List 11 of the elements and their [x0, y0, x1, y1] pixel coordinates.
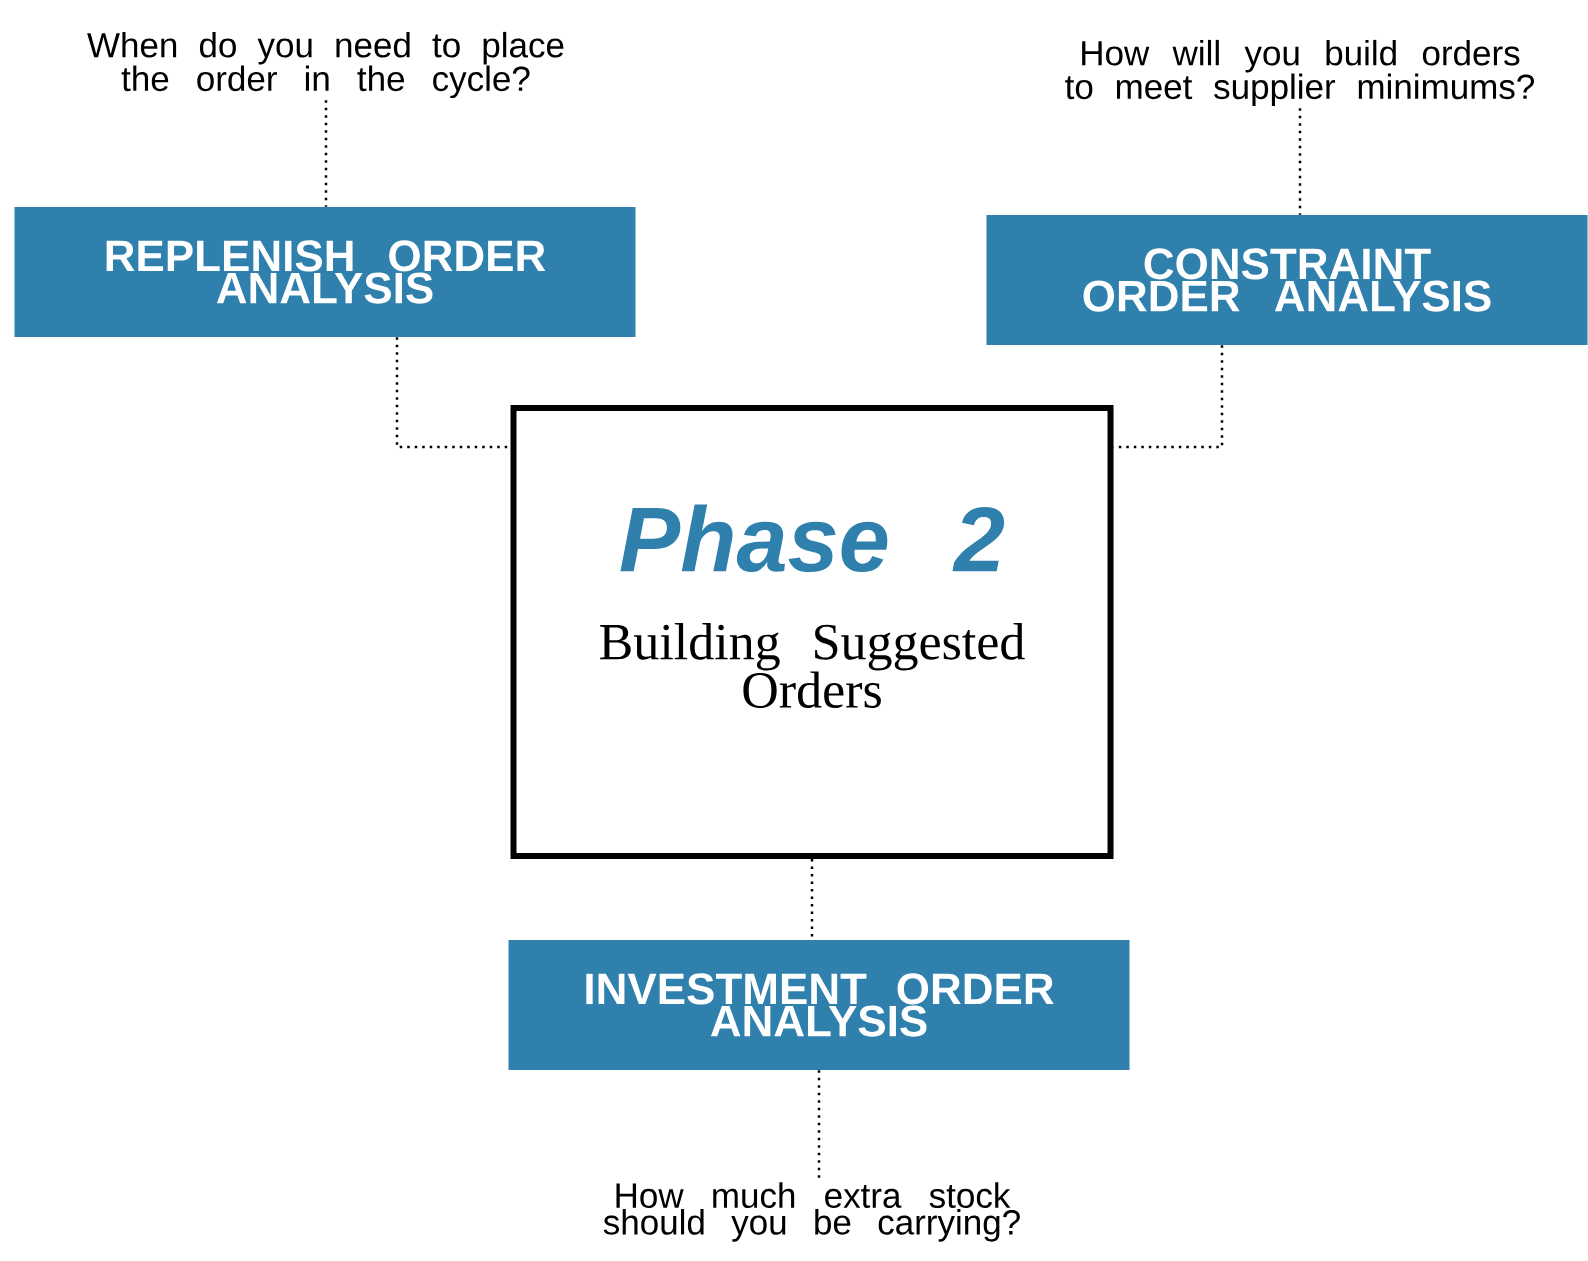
- dotted-connector: [817, 1070, 821, 1181]
- analysis-box: REPLENISH ORDER ANALYSIS: [14, 207, 636, 337]
- dotted-connector: [810, 859, 814, 940]
- dotted-connector: [324, 100, 328, 207]
- phase-box: Phase 2 Building Suggested Orders: [510, 405, 1114, 859]
- question-text: How much extra stock should you be carrying?: [603, 1182, 1020, 1242]
- question-text: When do you need to place the order in the cycle?: [87, 31, 564, 99]
- analysis-box: CONSTRAINT ORDER ANALYSIS: [986, 215, 1588, 345]
- question-text: How will you build orders to meet supplier minimums?: [1065, 39, 1534, 107]
- dotted-connector: [1298, 108, 1302, 215]
- analysis-box: INVESTMENT ORDER ANALYSIS: [508, 940, 1130, 1070]
